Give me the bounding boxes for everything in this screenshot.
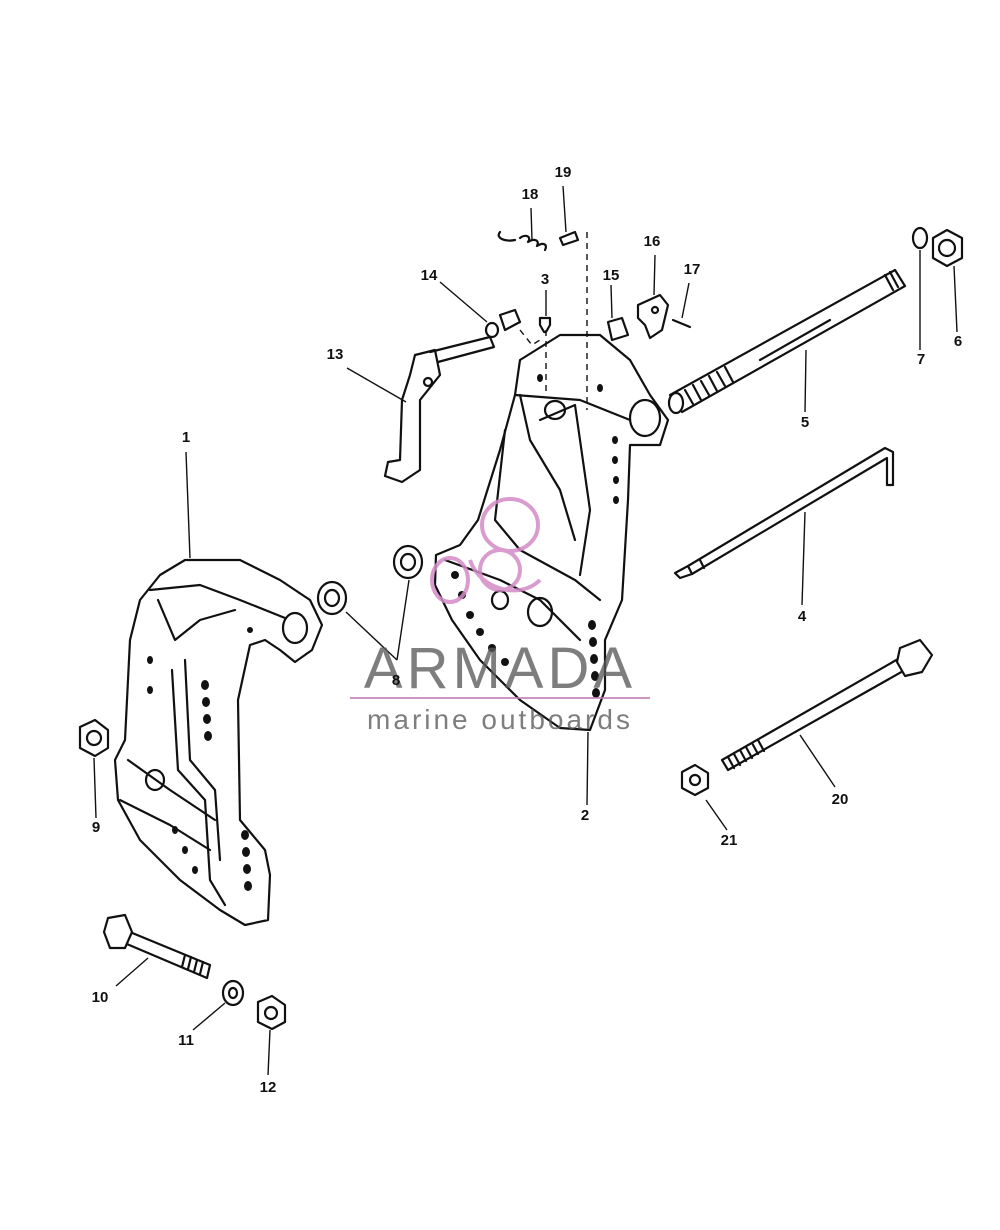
tab-washer-8b bbox=[392, 544, 424, 580]
nut-12 bbox=[256, 994, 287, 1031]
clamp-bracket-left bbox=[113, 558, 324, 927]
callout-4: 4 bbox=[797, 608, 807, 625]
tab-washer-8a bbox=[316, 580, 348, 616]
clip-14 bbox=[484, 321, 500, 339]
clamp-bracket-right bbox=[433, 333, 670, 732]
callout-20: 20 bbox=[831, 791, 849, 808]
callout-11: 11 bbox=[178, 1032, 194, 1049]
callout-15: 15 bbox=[602, 267, 620, 284]
clamp-bolt-short bbox=[102, 913, 212, 980]
callout-18: 18 bbox=[521, 186, 539, 203]
tilt-lever bbox=[383, 335, 496, 484]
watermark-title: ARMADA bbox=[363, 636, 637, 701]
callout-2: 2 bbox=[580, 807, 590, 824]
callout-16: 16 bbox=[643, 233, 661, 250]
washer-11 bbox=[221, 979, 245, 1007]
callout-10: 10 bbox=[91, 989, 109, 1006]
washer-7 bbox=[911, 226, 929, 250]
screw-3 bbox=[538, 316, 552, 334]
nut-9 bbox=[78, 718, 110, 758]
callout-6: 6 bbox=[953, 333, 963, 350]
callout-7: 7 bbox=[916, 351, 926, 368]
tilt-pin bbox=[673, 446, 895, 580]
callout-9: 9 bbox=[91, 819, 101, 836]
assembly-lines bbox=[519, 232, 588, 410]
lock-16 bbox=[636, 293, 670, 340]
callout-5: 5 bbox=[800, 414, 810, 431]
nut-6 bbox=[931, 228, 964, 268]
callout-17: 17 bbox=[683, 261, 701, 278]
callout-1: 1 bbox=[181, 429, 191, 446]
callout-21: 21 bbox=[720, 832, 738, 849]
callout-3: 3 bbox=[540, 271, 550, 288]
callout-19: 19 bbox=[554, 164, 572, 181]
pin-15 bbox=[606, 316, 630, 342]
callout-8: 8 bbox=[391, 672, 401, 689]
watermark-divider bbox=[350, 697, 650, 699]
nut-21 bbox=[680, 763, 710, 797]
watermark-logo-mark bbox=[430, 497, 542, 604]
cotter-pin-17 bbox=[671, 318, 692, 329]
plunger-19 bbox=[558, 230, 580, 247]
swivel-tube bbox=[667, 268, 907, 415]
clamp-bolt-long bbox=[720, 638, 934, 772]
leader-lines bbox=[93, 185, 958, 1076]
watermark-subtitle: marine outboards bbox=[367, 704, 633, 735]
callout-14: 14 bbox=[420, 267, 438, 284]
bushing-14b bbox=[498, 308, 522, 332]
callout-12: 12 bbox=[259, 1079, 277, 1096]
callout-13: 13 bbox=[326, 346, 344, 363]
spring-18 bbox=[497, 230, 547, 252]
